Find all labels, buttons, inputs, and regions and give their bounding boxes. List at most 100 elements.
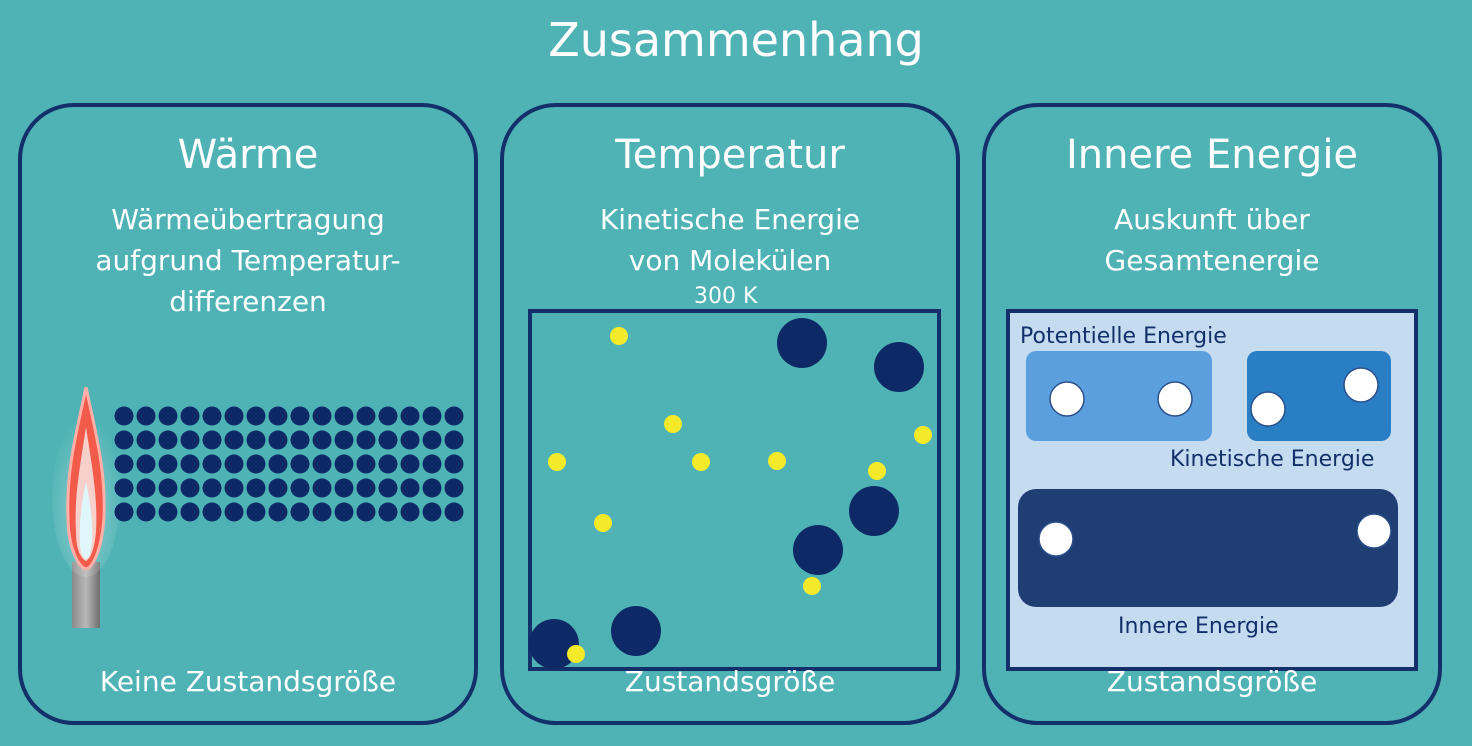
card-temperatur: Temperatur Kinetische Energie von Molekü… bbox=[500, 103, 960, 725]
solid-molecule bbox=[334, 430, 354, 450]
solid-molecule bbox=[334, 406, 354, 426]
solid-molecule bbox=[158, 406, 178, 426]
solid-molecule bbox=[444, 430, 464, 450]
solid-molecule bbox=[202, 454, 222, 474]
solid-molecule bbox=[114, 406, 134, 426]
solid-molecule bbox=[422, 430, 442, 450]
solid-molecule bbox=[400, 454, 420, 474]
solid-molecule bbox=[334, 478, 354, 498]
solid-molecule bbox=[202, 478, 222, 498]
solid-molecule bbox=[180, 430, 200, 450]
temperature-label: 300 K bbox=[694, 284, 758, 309]
solid-molecule bbox=[312, 454, 332, 474]
solid-molecule bbox=[114, 430, 134, 450]
card-title-waerme: Wärme bbox=[177, 132, 319, 178]
solid-molecule bbox=[202, 430, 222, 450]
solid-molecule bbox=[224, 478, 244, 498]
gas-particles bbox=[529, 318, 932, 669]
light-particle bbox=[803, 577, 821, 595]
solid-molecule bbox=[312, 502, 332, 522]
solid-molecule bbox=[224, 430, 244, 450]
heavy-molecule bbox=[777, 318, 827, 368]
solid-molecule bbox=[334, 454, 354, 474]
card-subtitle-waerme: Wärmeübertragung aufgrund Temperatur- di… bbox=[95, 203, 401, 318]
card-subtitle-innere-energie: Auskunft über Gesamtenergie bbox=[1104, 203, 1320, 277]
solid-molecule bbox=[180, 478, 200, 498]
solid-molecule bbox=[136, 406, 156, 426]
solid-molecule bbox=[444, 406, 464, 426]
card-subtitle-temperatur: Kinetische Energie von Molekülen bbox=[599, 203, 861, 277]
solid-molecule bbox=[158, 502, 178, 522]
page-title: Zusammenhang bbox=[548, 13, 924, 67]
light-particle bbox=[664, 415, 682, 433]
solid-molecule bbox=[202, 406, 222, 426]
solid-molecule bbox=[114, 454, 134, 474]
solid-molecule bbox=[378, 406, 398, 426]
energy-panel: Potentielle Energie Kinetische Energie I… bbox=[1006, 309, 1418, 671]
card-title-innere-energie: Innere Energie bbox=[1065, 132, 1359, 178]
solid-molecule bbox=[180, 502, 200, 522]
bunsen-burner-icon bbox=[52, 387, 120, 628]
solid-molecule bbox=[224, 406, 244, 426]
solid-molecule bbox=[444, 454, 464, 474]
card-footer-innere-energie: Zustandsgröße bbox=[1106, 665, 1318, 698]
molecule-grid bbox=[114, 406, 464, 522]
heavy-molecule bbox=[874, 342, 924, 392]
solid-molecule bbox=[290, 502, 310, 522]
solid-molecule bbox=[356, 478, 376, 498]
inner-energy-label: Innere Energie bbox=[1118, 614, 1279, 639]
light-particle bbox=[914, 426, 932, 444]
light-particle bbox=[594, 514, 612, 532]
solid-molecule bbox=[334, 502, 354, 522]
potential-energy-label: Potentielle Energie bbox=[1020, 324, 1227, 349]
particle-box bbox=[528, 309, 941, 671]
solid-molecule bbox=[444, 478, 464, 498]
solid-molecule bbox=[114, 478, 134, 498]
card-waerme: Wärme Wärmeübertragung aufgrund Temperat… bbox=[18, 103, 478, 725]
heavy-molecule bbox=[793, 525, 843, 575]
card-footer-temperatur: Zustandsgröße bbox=[624, 665, 836, 698]
kinetic-energy-label: Kinetische Energie bbox=[1170, 447, 1375, 472]
solid-molecule bbox=[224, 502, 244, 522]
solid-molecule bbox=[180, 454, 200, 474]
solid-molecule bbox=[268, 406, 288, 426]
light-particle bbox=[692, 453, 710, 471]
solid-molecule bbox=[312, 478, 332, 498]
solid-molecule bbox=[422, 502, 442, 522]
solid-molecule bbox=[268, 478, 288, 498]
solid-molecule bbox=[114, 502, 134, 522]
solid-molecule bbox=[290, 454, 310, 474]
solid-molecule bbox=[246, 502, 266, 522]
heavy-molecule bbox=[611, 606, 661, 656]
solid-molecule bbox=[290, 478, 310, 498]
card-title-temperatur: Temperatur bbox=[615, 132, 845, 178]
light-particle bbox=[610, 327, 628, 345]
energy-boxes bbox=[1018, 351, 1398, 607]
potential-energy-box bbox=[1026, 351, 1212, 441]
solid-molecule bbox=[158, 454, 178, 474]
solid-molecule bbox=[158, 478, 178, 498]
inner-energy-box bbox=[1018, 489, 1398, 607]
solid-molecule bbox=[268, 502, 288, 522]
solid-molecule bbox=[400, 502, 420, 522]
solid-molecule bbox=[224, 454, 244, 474]
solid-molecule bbox=[312, 406, 332, 426]
solid-molecule bbox=[268, 430, 288, 450]
solid-molecule bbox=[400, 406, 420, 426]
solid-molecule bbox=[246, 478, 266, 498]
solid-molecule bbox=[290, 406, 310, 426]
heavy-molecule bbox=[529, 619, 579, 669]
solid-molecule bbox=[444, 502, 464, 522]
light-particle bbox=[768, 452, 786, 470]
solid-molecule bbox=[422, 406, 442, 426]
solid-molecule bbox=[378, 502, 398, 522]
solid-molecule bbox=[400, 478, 420, 498]
light-particle bbox=[548, 453, 566, 471]
solid-molecule bbox=[268, 454, 288, 474]
solid-molecule bbox=[158, 430, 178, 450]
light-particle bbox=[567, 645, 585, 663]
light-particle bbox=[868, 462, 886, 480]
solid-molecule bbox=[202, 502, 222, 522]
solid-molecule bbox=[246, 430, 266, 450]
solid-molecule bbox=[378, 430, 398, 450]
